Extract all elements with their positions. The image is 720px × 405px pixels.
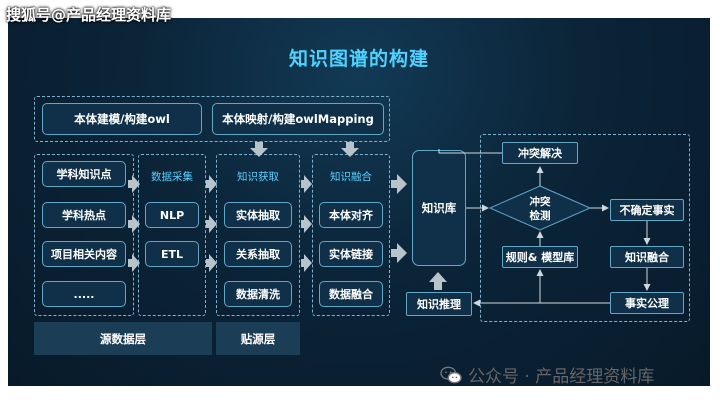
collection-item-nlp: NLP: [145, 202, 199, 228]
collection-header: 数据采集: [151, 171, 193, 183]
arrow-right-icon: [206, 175, 217, 193]
fusion-item-data-fusion: 数据融合: [319, 281, 383, 307]
arrow-right-icon: [206, 254, 217, 272]
source-data-frame: [34, 154, 134, 316]
arrow-right-icon: [128, 254, 140, 272]
acquisition-header: 知识获取: [237, 171, 279, 183]
knowledge-reasoning-box: 知识推理: [406, 292, 472, 316]
ontology-modeling-box: 本体建模/构建owl: [42, 103, 202, 135]
arrow-right-icon: [301, 175, 312, 193]
watermark-text: 搜狐号@产品经理资料库: [6, 6, 172, 24]
diagram-title: 知识图谱的构建: [288, 48, 429, 70]
conflict-detection-diamond: [488, 185, 592, 231]
source-item-project-content: 项目相关内容: [42, 241, 126, 267]
arrow-right-icon: [301, 215, 312, 233]
knowledge-base-box: 知识库: [412, 150, 466, 266]
fusion-item-ontology-alignment: 本体对齐: [319, 202, 383, 228]
footer-text: 公众号 · 产品经理资料库: [468, 367, 655, 387]
arrow-up-icon: [429, 272, 447, 290]
footer-watermark: 公众号 · 产品经理资料库: [440, 362, 654, 387]
source-item-subject-knowledge: 学科知识点: [42, 161, 126, 187]
conflict-detection-label-1: 冲突: [530, 195, 551, 208]
uncertain-facts-box: 不确定事实: [610, 199, 684, 221]
conflict-detection-label-2: 检测: [530, 209, 551, 222]
arrow-right-icon: [391, 243, 407, 263]
arrow-down-icon: [341, 142, 359, 157]
ontology-mapping-box: 本体映射/构建owlMapping: [212, 103, 384, 135]
rules-models-box: 规则& 模型库: [502, 246, 578, 268]
arrow-right-icon: [206, 215, 217, 233]
fusion-item-entity-linking: 实体链接: [319, 241, 383, 267]
diagram-slide: 知识图谱的构建 本体建模/构建owl 本体映射/构建owlMapping 学科知…: [8, 18, 710, 386]
acquisition-item-relation-extraction: 关系抽取: [224, 241, 292, 267]
arrow-down-icon: [250, 142, 268, 157]
arrow-right-icon: [128, 215, 140, 233]
ontology-row-frame: [34, 96, 390, 142]
source-data-layer-label: 源数据层: [34, 322, 212, 355]
connectors-layer: 冲突 检测: [128, 142, 651, 307]
fusion-header: 知识融合: [330, 171, 372, 183]
arrow-right-icon: [128, 175, 140, 193]
collection-item-etl: ETL: [145, 241, 199, 267]
fact-axioms-box: 事实公理: [610, 292, 684, 314]
acquisition-item-entity-extraction: 实体抽取: [224, 202, 292, 228]
source-item-more: .....: [42, 281, 126, 307]
wechat-icon: [440, 366, 462, 383]
conflict-resolution-box: 冲突解决: [502, 142, 578, 164]
arrow-right-icon: [391, 174, 407, 194]
source-layer-label: 贴源层: [216, 322, 300, 355]
source-item-subject-hotspot: 学科热点: [42, 202, 126, 228]
arrow-right-icon: [301, 254, 312, 272]
collection-frame: [138, 154, 206, 316]
right-panel-frame: [480, 134, 690, 322]
knowledge-fusion-box: 知识融合: [610, 246, 684, 268]
acquisition-item-data-cleaning: 数据清洗: [224, 281, 292, 307]
